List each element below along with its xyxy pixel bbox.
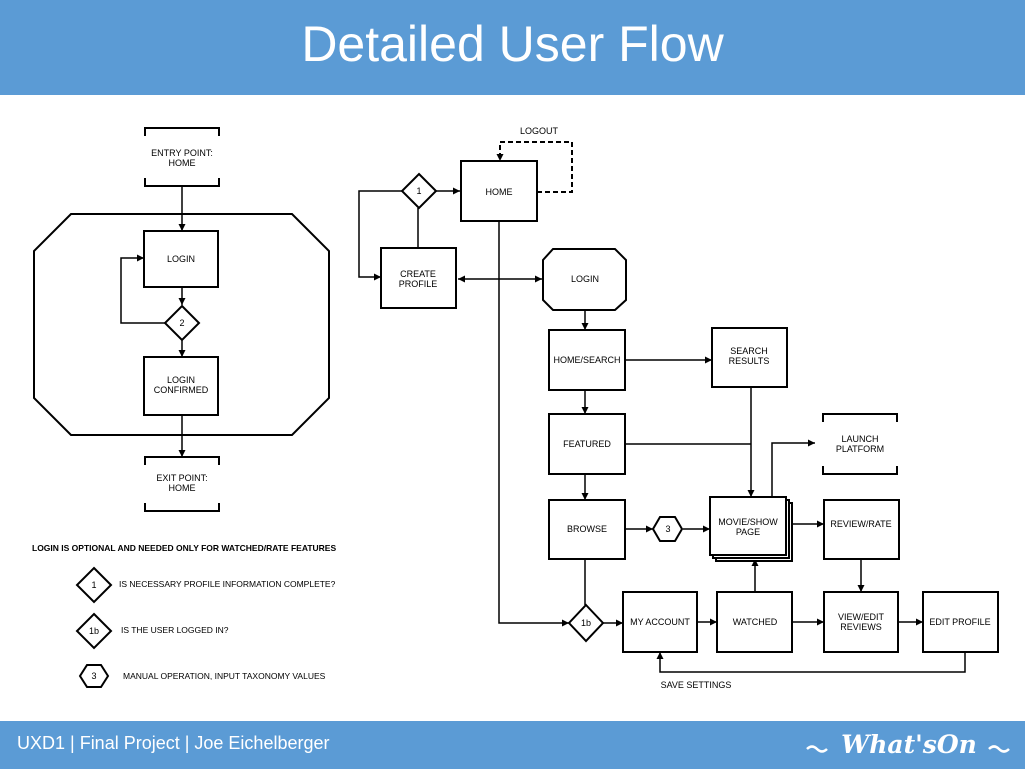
edit-profile-label: EDIT PROFILE bbox=[929, 617, 990, 627]
legend-item-3: 3 MANUAL OPERATION, INPUT TAXONOMY VALUE… bbox=[78, 664, 326, 688]
movie-show-page-node: MOVIE/SHOW PAGE bbox=[709, 496, 793, 562]
login-confirmed-label: LOGIN bbox=[167, 375, 195, 385]
watched-label: WATCHED bbox=[733, 617, 778, 627]
my-account-node: MY ACCOUNT bbox=[622, 591, 698, 653]
header-bar: Detailed User Flow bbox=[0, 0, 1025, 95]
view-edit-label: VIEW/EDIT bbox=[838, 612, 885, 622]
legend-item-1b: 1b IS THE USER LOGGED IN? bbox=[75, 612, 229, 650]
main-login-label: LOGIN bbox=[571, 274, 599, 284]
create-profile-node: CREATE PROFILE bbox=[380, 247, 457, 309]
search-results-label: SEARCH bbox=[730, 346, 768, 356]
search-results-sublabel: RESULTS bbox=[729, 356, 770, 366]
view-edit-reviews-node: VIEW/EDIT REVIEWS bbox=[823, 591, 899, 653]
featured-node: FEATURED bbox=[548, 413, 626, 475]
home-search-node: HOME/SEARCH bbox=[548, 329, 626, 391]
create-profile-sublabel: PROFILE bbox=[399, 279, 438, 289]
legend-item-1: 1 IS NECESSARY PROFILE INFORMATION COMPL… bbox=[75, 566, 336, 604]
legend-text-1b: IS THE USER LOGGED IN? bbox=[121, 625, 229, 635]
exit-point-node: EXIT POINT: HOME bbox=[144, 456, 220, 512]
launch-platform-label: LAUNCH bbox=[841, 434, 878, 444]
my-account-label: MY ACCOUNT bbox=[630, 617, 690, 627]
legend-text-3: MANUAL OPERATION, INPUT TAXONOMY VALUES bbox=[123, 671, 326, 681]
main-login-node: LOGIN bbox=[542, 248, 627, 311]
browse-label: BROWSE bbox=[567, 524, 607, 534]
home-search-label: HOME/SEARCH bbox=[553, 355, 620, 365]
save-settings-label: SAVE SETTINGS bbox=[661, 680, 732, 690]
review-rate-node: REVIEW/RATE bbox=[823, 499, 900, 560]
create-profile-label: CREATE bbox=[400, 269, 436, 279]
browse-node: BROWSE bbox=[548, 499, 626, 560]
legend-symbol-1b: 1b bbox=[89, 626, 99, 636]
home-label: HOME bbox=[486, 187, 513, 197]
legend-note: LOGIN IS OPTIONAL AND NEEDED ONLY FOR WA… bbox=[32, 543, 336, 553]
entry-point-label: ENTRY POINT: bbox=[151, 148, 213, 158]
login-confirmed-sublabel: CONFIRMED bbox=[154, 385, 209, 395]
legend-symbol-3: 3 bbox=[91, 671, 96, 681]
legend-symbol-1: 1 bbox=[91, 580, 96, 590]
view-edit-sublabel: REVIEWS bbox=[840, 622, 882, 632]
login-region-octagon bbox=[33, 213, 330, 436]
whats-on-logo: What'sOn bbox=[806, 730, 1010, 759]
logout-label: LOGOUT bbox=[520, 126, 559, 136]
exit-point-label: EXIT POINT: bbox=[156, 473, 207, 483]
home-node: HOME bbox=[460, 160, 538, 222]
movie-show-label: MOVIE/SHOW bbox=[718, 517, 778, 527]
entry-point-node: ENTRY POINT: HOME bbox=[144, 127, 220, 187]
decision-1b: 1b bbox=[567, 603, 605, 643]
entry-point-sublabel: HOME bbox=[169, 158, 196, 168]
decision-1: 1 bbox=[400, 172, 438, 210]
footer-text: UXD1 | Final Project | Joe Eichelberger bbox=[17, 733, 330, 753]
launch-platform-sublabel: PLATFORM bbox=[836, 444, 884, 454]
search-results-node: SEARCH RESULTS bbox=[711, 327, 788, 388]
decision-1-label: 1 bbox=[416, 186, 421, 196]
manual-operation-3: 3 bbox=[651, 516, 684, 542]
page-title: Detailed User Flow bbox=[301, 16, 724, 72]
footer-bar: UXD1 | Final Project | Joe Eichelberger … bbox=[0, 721, 1025, 769]
login-confirmed-node: LOGIN CONFIRMED bbox=[143, 356, 219, 416]
launch-platform-node: LAUNCH PLATFORM bbox=[822, 413, 898, 475]
movie-show-sublabel: PAGE bbox=[736, 527, 760, 537]
decision-2-label: 2 bbox=[179, 318, 184, 328]
edit-profile-node: EDIT PROFILE bbox=[922, 591, 999, 653]
decision-2: 2 bbox=[163, 304, 201, 342]
subflow-login-node: LOGIN bbox=[143, 230, 219, 288]
user-flow-diagram: ENTRY POINT: HOME LOGIN 2 LOGIN CONFIRME… bbox=[32, 126, 999, 690]
review-rate-label: REVIEW/RATE bbox=[830, 519, 891, 529]
legend-text-1: IS NECESSARY PROFILE INFORMATION COMPLET… bbox=[119, 579, 336, 589]
decision-1b-label: 1b bbox=[581, 618, 591, 628]
manual-operation-3-label: 3 bbox=[665, 524, 670, 534]
watched-node: WATCHED bbox=[716, 591, 793, 653]
featured-label: FEATURED bbox=[563, 439, 611, 449]
exit-point-sublabel: HOME bbox=[169, 483, 196, 493]
subflow-login-label: LOGIN bbox=[167, 254, 195, 264]
whats-on-logo-text: What'sOn bbox=[841, 730, 977, 759]
